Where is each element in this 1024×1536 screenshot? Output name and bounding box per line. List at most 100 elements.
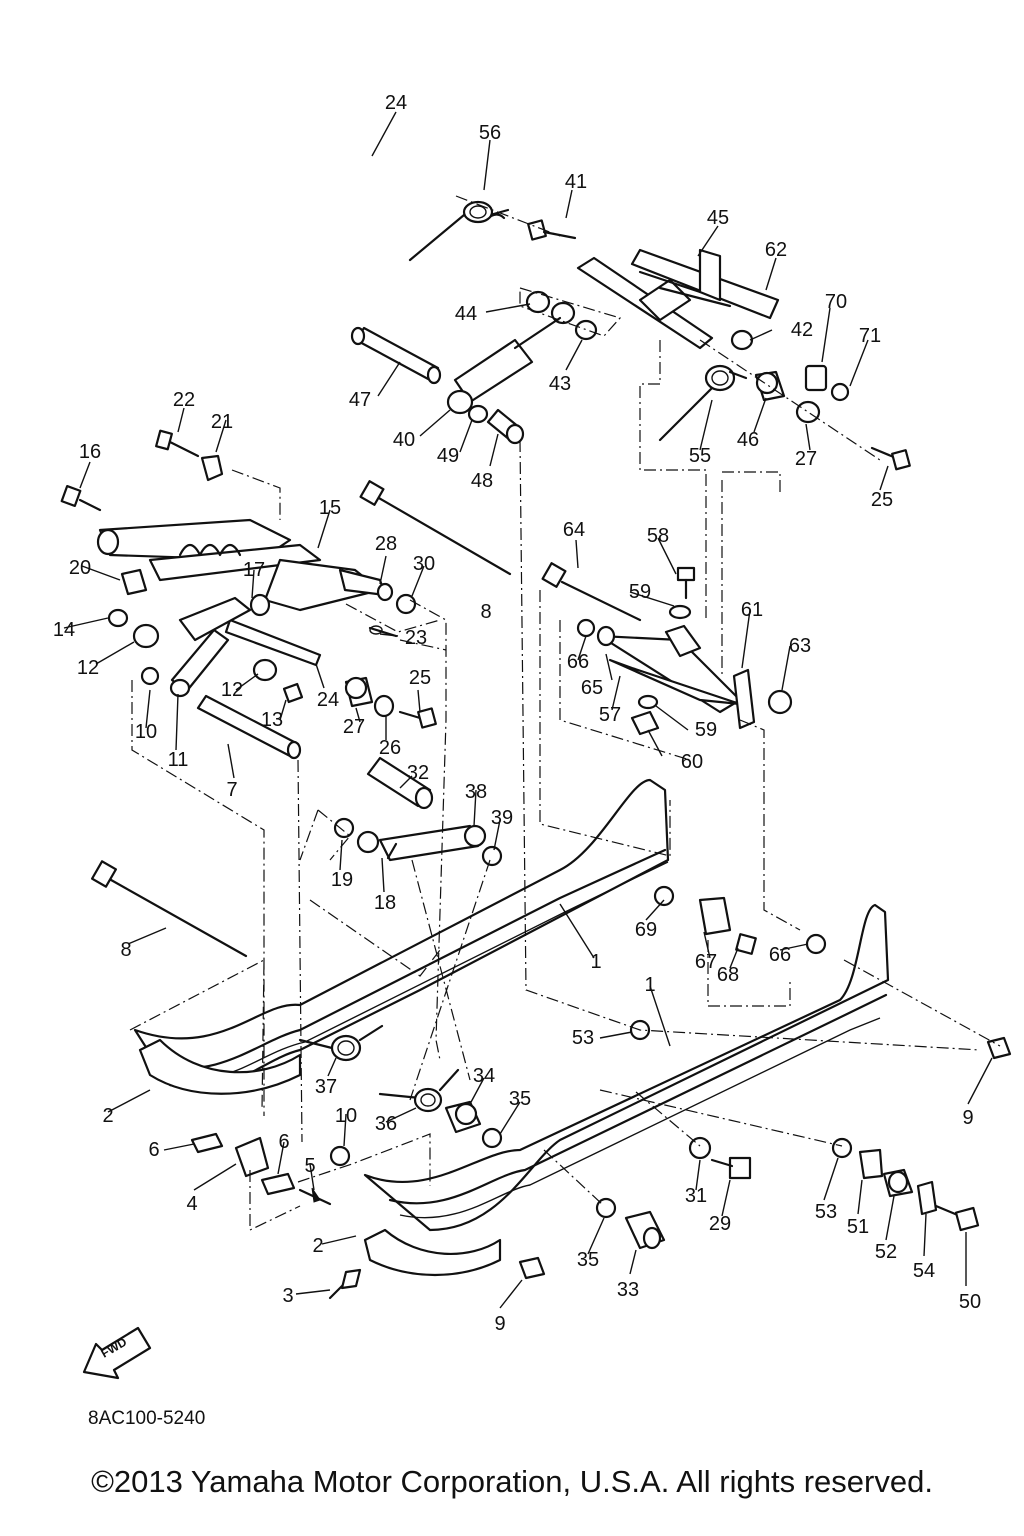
callout-label: 52: [874, 1241, 898, 1263]
callout-label: 50: [958, 1291, 982, 1313]
callout-label: 2: [312, 1235, 324, 1257]
spring-55: [658, 364, 748, 442]
long-bolt-8-lower: [90, 860, 248, 958]
callout-label: 59: [628, 581, 652, 603]
bolt-22-clip-21: [155, 429, 224, 482]
collar-27-washer-26-bolt-25: [344, 676, 437, 729]
callout-label: 59: [694, 719, 718, 741]
callout-label: 5: [304, 1155, 316, 1177]
callout-label: 21: [210, 411, 234, 433]
callout-label: 32: [406, 762, 430, 784]
callout-label: 13: [260, 709, 284, 731]
collar-10-lower: [329, 1145, 351, 1167]
spring-37: [298, 1024, 384, 1062]
callout-label: 51: [846, 1216, 870, 1238]
long-bolt-64: [541, 562, 642, 622]
callout-label: 3: [282, 1285, 294, 1307]
rear-arm-45: [576, 248, 780, 350]
callout-label: 2: [102, 1105, 114, 1127]
damper-20: [120, 568, 148, 596]
callout-label: 67: [694, 951, 718, 973]
spring-36-collar-34: [378, 1068, 503, 1149]
callout-label: 4: [186, 1193, 198, 1215]
callout-label: 12: [220, 679, 244, 701]
callout-label: 11: [167, 749, 189, 771]
callout-label: 35: [508, 1088, 532, 1110]
fwd-arrow-icon: FWD: [82, 1326, 152, 1380]
callout-label: 69: [634, 919, 658, 941]
lower-collars-33-35: [595, 1197, 666, 1250]
callout-label: 56: [478, 122, 502, 144]
callout-label: 26: [378, 737, 402, 759]
callout-label: 38: [464, 781, 488, 803]
callout-label: 23: [404, 627, 428, 649]
diagram-code: 8AC100-5240: [88, 1408, 206, 1429]
link-11: [169, 628, 230, 698]
callout-label: 71: [858, 325, 882, 347]
callout-label: 70: [824, 291, 848, 313]
callout-label: 62: [764, 239, 788, 261]
callout-label: 24: [316, 689, 340, 711]
callout-label: 34: [472, 1065, 496, 1087]
callout-label: 10: [334, 1105, 358, 1127]
bracket-61: [732, 668, 756, 730]
callout-label: 27: [794, 448, 818, 470]
callout-label: 1: [590, 951, 602, 973]
nut-63: [767, 689, 793, 715]
callout-label: 42: [790, 319, 814, 341]
callout-label: 6: [278, 1131, 290, 1153]
bracket-70-washer-71: [795, 364, 850, 424]
callout-label: 37: [314, 1076, 338, 1098]
shock-absorber: [446, 290, 598, 424]
bolt-3: [328, 1268, 362, 1300]
collar-48: [486, 408, 525, 445]
callout-label: 27: [342, 716, 366, 738]
callout-label: 8: [120, 939, 132, 961]
callout-label: 63: [788, 635, 812, 657]
link-38-bushes: [333, 817, 503, 867]
callout-label: 58: [646, 525, 670, 547]
rear-shaft-24: [282, 94, 462, 202]
reference-lines: [129, 195, 1001, 1231]
callout-label: 68: [716, 964, 740, 986]
collar-66-upper: [576, 618, 596, 638]
callout-label: 17: [242, 559, 266, 581]
callout-label: 65: [580, 677, 604, 699]
callout-label: 18: [373, 892, 397, 914]
callout-label: 53: [814, 1201, 838, 1223]
callout-label: 14: [52, 619, 76, 641]
center-arm-57: [596, 624, 742, 714]
callout-label: 6: [148, 1139, 160, 1161]
callout-label: 33: [616, 1279, 640, 1301]
callout-label: 43: [548, 373, 572, 395]
bolt-58-washer-59: [668, 566, 696, 620]
callout-label: 45: [706, 207, 730, 229]
collar-62: [730, 329, 754, 351]
torsion-spring-56: [408, 200, 510, 262]
bolt-41: [527, 219, 577, 241]
callout-label: 61: [740, 599, 764, 621]
washer-59-nut-60: [630, 694, 660, 736]
callout-label: 1: [644, 974, 656, 996]
callout-label: 66: [566, 651, 590, 673]
rear-rail-hardware: [653, 885, 827, 955]
collar-28-washer-30: [395, 593, 417, 615]
callout-label: 30: [412, 553, 436, 575]
callout-label: 15: [318, 497, 342, 519]
callout-label: 48: [470, 470, 494, 492]
callout-label: 10: [134, 721, 158, 743]
callout-label: 36: [374, 1113, 398, 1135]
bolt-13: [282, 682, 304, 704]
callout-label: 53: [571, 1027, 595, 1049]
callout-label: 47: [348, 389, 372, 411]
collar-46: [754, 370, 786, 402]
callout-label: 57: [598, 704, 622, 726]
bolt-25-upper: [870, 446, 911, 471]
shaft-7: [196, 694, 302, 760]
callout-label: 20: [68, 557, 92, 579]
long-bolt-8-upper: [359, 480, 512, 576]
callout-label: 19: [330, 869, 354, 891]
callout-label: 29: [708, 1213, 732, 1235]
collar-10-upper: [140, 666, 160, 686]
